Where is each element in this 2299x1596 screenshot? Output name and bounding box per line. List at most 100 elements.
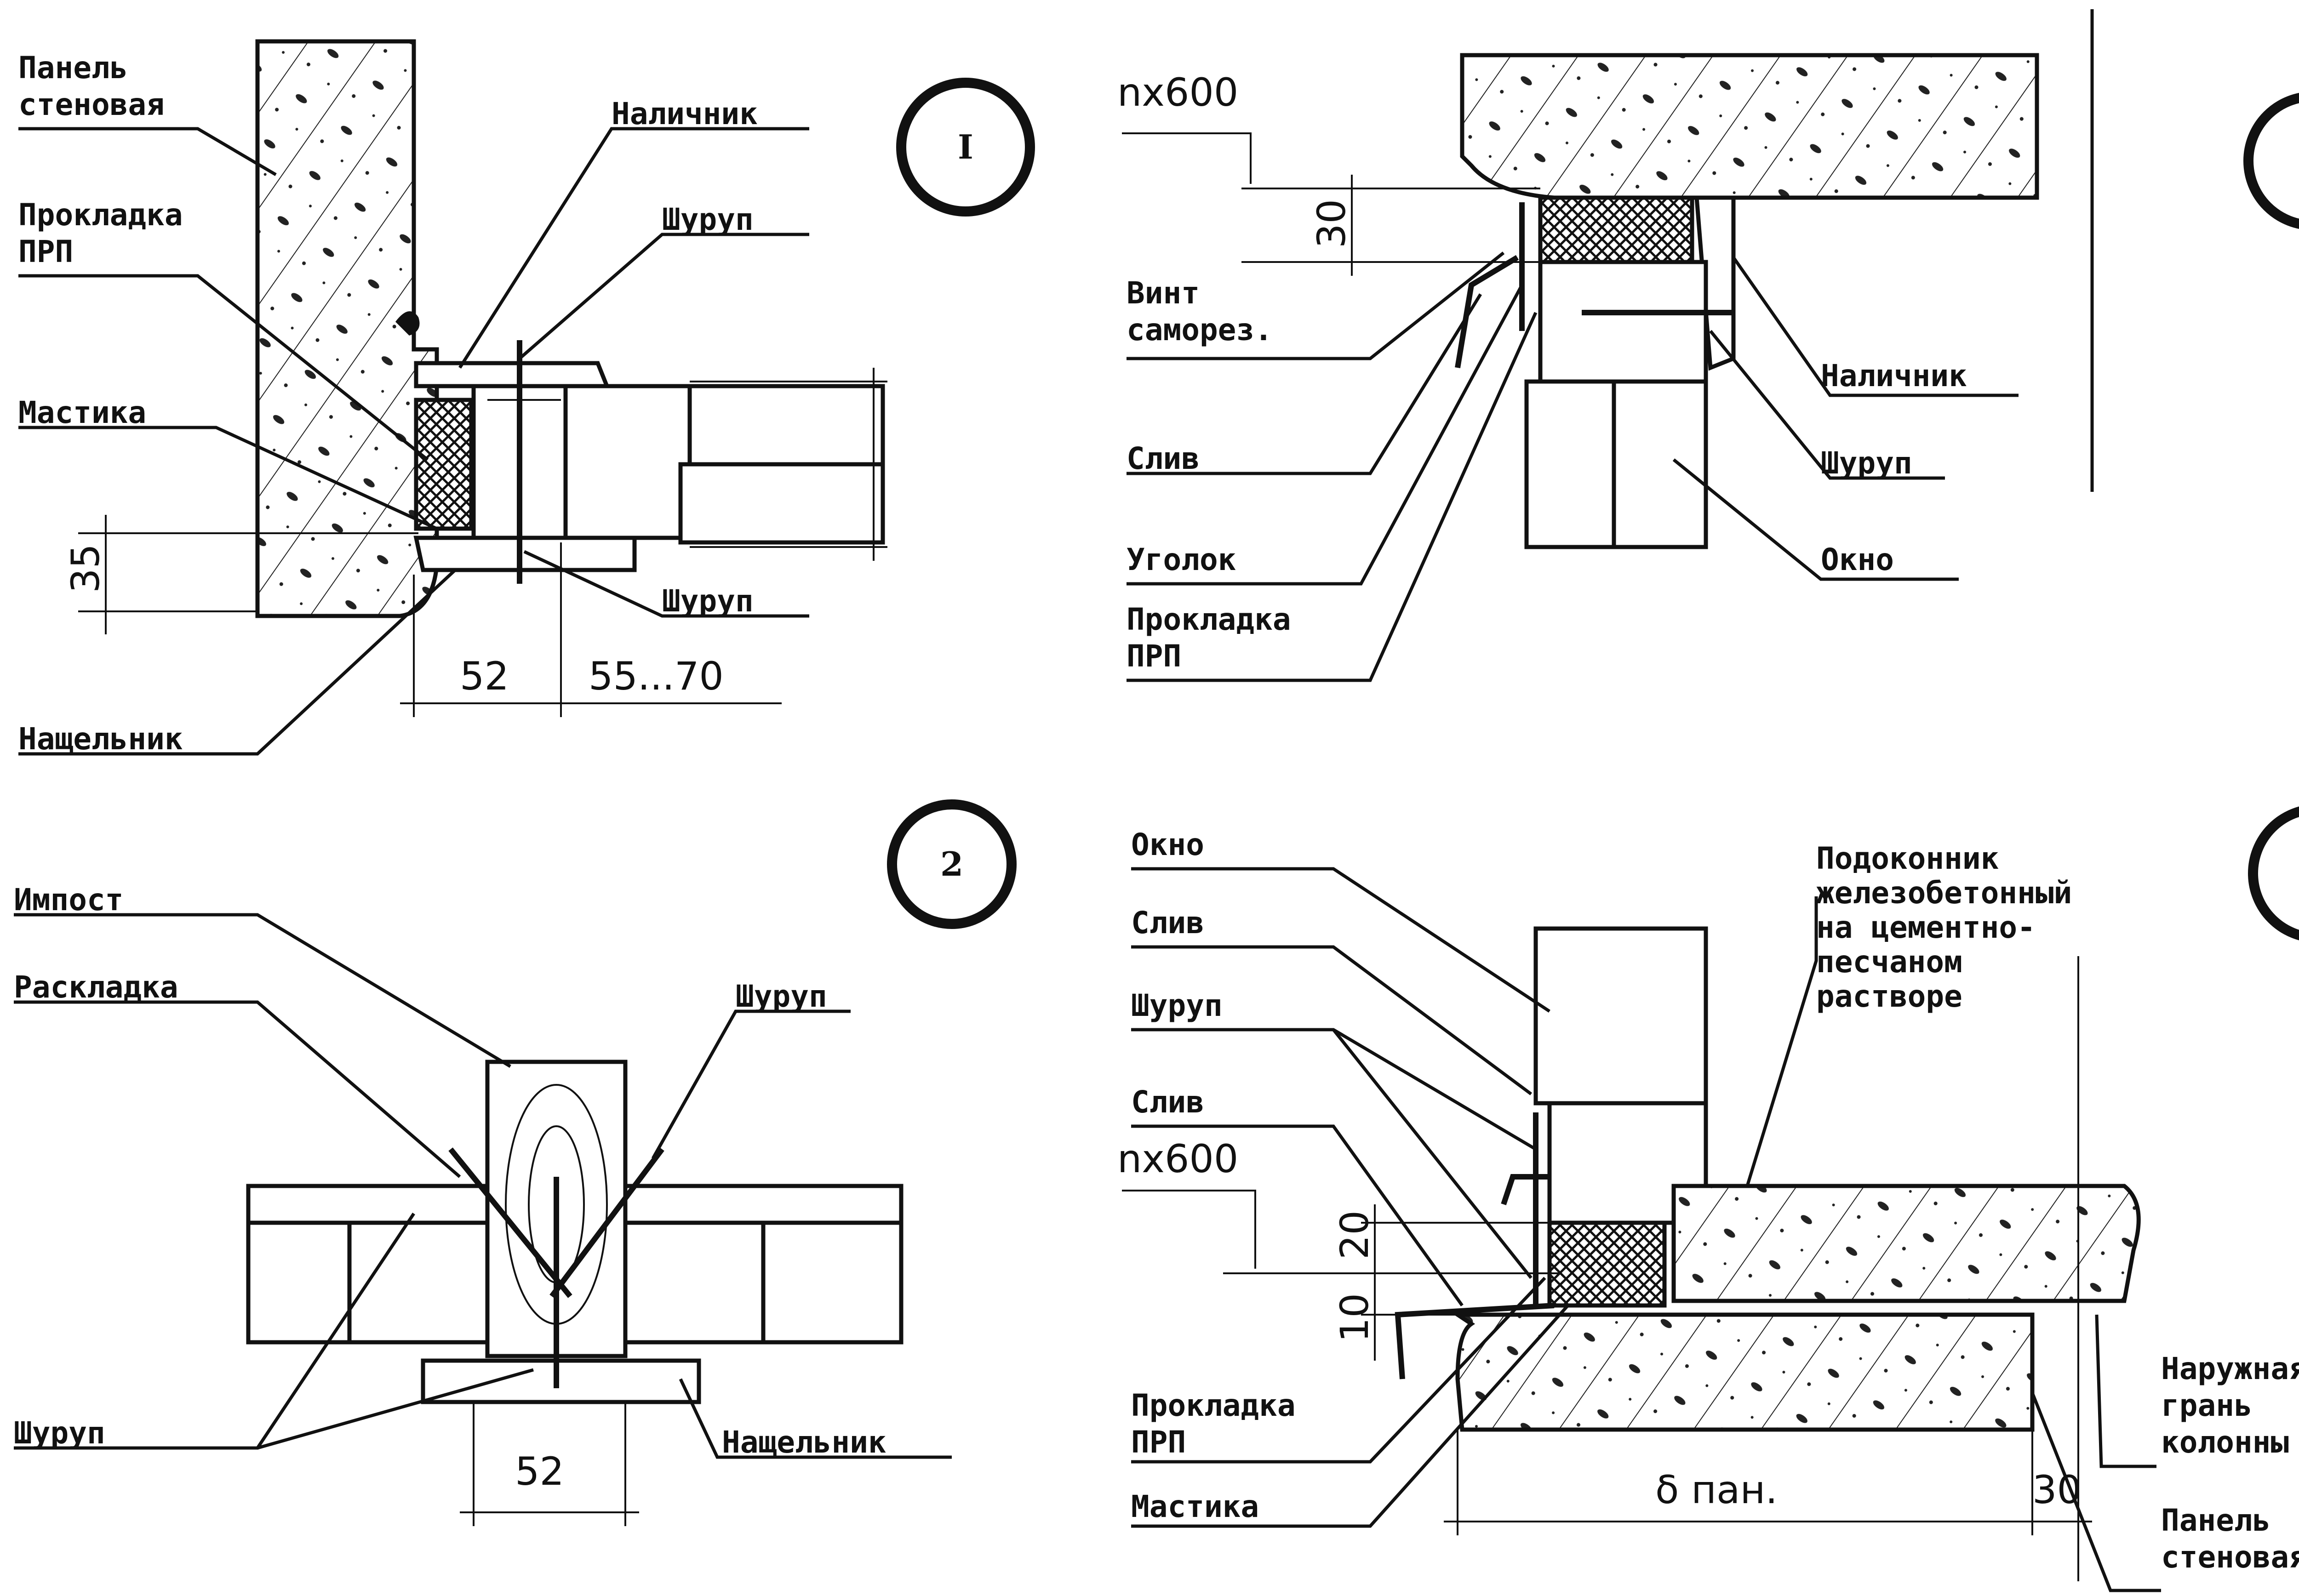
- label-gasket-3-line1: Прокладка: [1127, 602, 1291, 637]
- right-sash-inner: [623, 1220, 766, 1345]
- left-sash-outer: [246, 1220, 352, 1345]
- leader-window-3: [1672, 458, 1959, 581]
- leader-mastic: [18, 426, 438, 530]
- leader-sill: [1745, 896, 1818, 1187]
- leader-gasket: [18, 274, 429, 461]
- window-4-top: [1533, 926, 1708, 1106]
- label-vint-line2: саморез.: [1127, 312, 1273, 348]
- leader-mastic-4: [1131, 1304, 1569, 1528]
- sliv-4-top: [1501, 1174, 1550, 1205]
- leader-sliv-4-top: [1131, 945, 1533, 1095]
- label-mastic-4: Мастика: [1131, 1489, 1259, 1524]
- label-screw-bottom-1: Шуруп: [662, 583, 754, 619]
- frame-3: [1538, 260, 1708, 384]
- label-panel-1-line1: Панель: [18, 50, 128, 86]
- detail-marker-1: [896, 78, 1035, 217]
- label-screw-top-1: Шуруп: [662, 202, 754, 237]
- label-sliv-4-top: Слив: [1131, 905, 1204, 940]
- label-sill-line4: песчаном: [1816, 944, 1962, 980]
- label-nashchelnik-2: Нащельник: [722, 1425, 886, 1460]
- screw-left-2: [448, 1147, 572, 1298]
- level-leader-4: [1122, 1190, 1256, 1269]
- leader-sliv-3: [1127, 293, 1482, 475]
- level-mark-3: nx600: [1117, 70, 1238, 115]
- leader-nashchelnik: [18, 569, 457, 756]
- leader-screw-right-2: [651, 1009, 851, 1159]
- leader-nalichnik-3: [1732, 256, 2019, 397]
- window-3-left: [1524, 379, 1616, 549]
- lintel-panel: [1460, 53, 2039, 200]
- label-gasket-3-line2: ПРП: [1127, 638, 1181, 674]
- dim-20: 20: [1332, 1210, 1377, 1260]
- dim-55-70: 55...70: [589, 654, 724, 699]
- label-nalichnik-3: Наличник: [1821, 358, 1967, 393]
- left-sash-inner: [347, 1220, 490, 1345]
- dim-10: 10: [1332, 1293, 1377, 1342]
- label-gasket-1-line2: ПРП: [18, 234, 73, 269]
- leader-panel: [18, 127, 277, 177]
- label-sill-line3: на цементно-: [1816, 910, 2036, 945]
- label-sill-line5: растворе: [1816, 979, 1962, 1014]
- label-vint-line1: Винт: [1127, 275, 1200, 311]
- label-window-4: Окно: [1131, 827, 1204, 862]
- level-mark-4: nx600: [1117, 1136, 1238, 1181]
- left-glazing-bar: [246, 1184, 490, 1225]
- detail-marker-2: [887, 799, 1017, 929]
- leader-impost: [14, 913, 511, 1068]
- leader-ugolok: [1127, 284, 1524, 586]
- label-sill-line1: Подоконник: [1816, 841, 1999, 876]
- gasket-prp: [414, 398, 474, 531]
- leader-screw-3: [1709, 330, 1945, 480]
- label-nalichnik-1: Наличник: [612, 96, 758, 131]
- gasket-prp-4: [1547, 1220, 1667, 1308]
- detail-2: Импост Раскладка Шуруп Шуруп Нащельник 5…: [14, 799, 1017, 1526]
- gasket-prp-3: [1538, 195, 1694, 264]
- right-sash-outer: [761, 1220, 904, 1345]
- label-screw-right-2: Шуруп: [736, 979, 827, 1014]
- detail-marker-4: [2248, 806, 2299, 940]
- label-gasket-4-line2: ПРП: [1131, 1425, 1186, 1460]
- level-leader-3: [1122, 132, 1252, 184]
- detail-number-2: 2: [940, 844, 963, 884]
- leader-screw-top: [518, 233, 809, 360]
- label-mastic-1: Мастика: [18, 395, 146, 430]
- label-panel-4-line1: Панель: [2161, 1503, 2270, 1538]
- leader-nalichnik: [458, 127, 809, 369]
- label-panel-4-line2: стеновая: [2161, 1539, 2299, 1575]
- leader-outer-face: [2095, 1314, 2156, 1468]
- label-screw-4: Шуруп: [1131, 988, 1223, 1023]
- right-glazing-bar: [623, 1184, 904, 1225]
- leader-nashchelnik-2: [679, 1378, 952, 1459]
- detail-number-1: I: [958, 127, 973, 166]
- dim-30: 30: [1309, 199, 1354, 248]
- label-nashchelnik-1: Нащельник: [18, 721, 183, 757]
- leader-panel-4: [2030, 1392, 2161, 1592]
- dim-30-4: 30: [2032, 1467, 2082, 1512]
- leader-screw-4b: [1332, 1028, 1533, 1279]
- label-panel-1-line2: стеновая: [18, 87, 165, 122]
- nalichnik: [414, 361, 610, 388]
- sliv-3: [1455, 255, 1519, 368]
- nashchelnik-2: [421, 1358, 701, 1404]
- label-screw-3: Шуруп: [1821, 445, 1912, 481]
- screw-right-2: [549, 1147, 664, 1298]
- sash-leaf-bottom: [678, 462, 885, 545]
- label-raskladka: Раскладка: [14, 969, 178, 1005]
- label-window-3: Окно: [1821, 542, 1894, 577]
- wall-panel-4: [1451, 1312, 2035, 1432]
- leader-screw-left-2b: [257, 1368, 534, 1450]
- label-sliv-3: Слив: [1127, 441, 1200, 476]
- dim-52-2: 52: [515, 1449, 564, 1494]
- leader-screw-bottom: [523, 550, 809, 618]
- window-3-right: [1612, 379, 1708, 549]
- label-gasket-4-line1: Прокладка: [1131, 1388, 1296, 1423]
